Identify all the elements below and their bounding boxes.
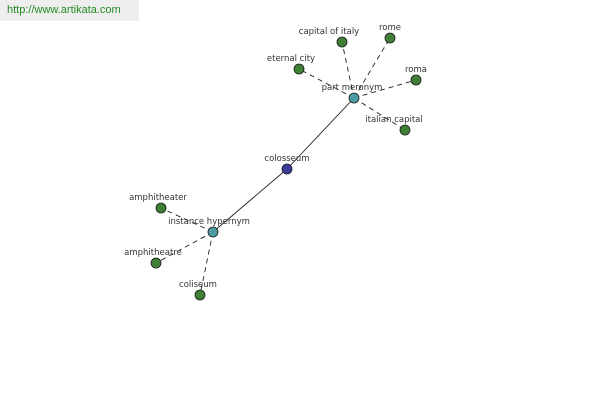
label-part-meronym: part meronym	[322, 83, 383, 93]
node-rome[interactable]	[384, 32, 396, 44]
label-coliseum: coliseum	[179, 280, 217, 290]
edge-colosseum-part-meronym	[286, 97, 355, 170]
watermark-url: http://www.artikata.com	[7, 4, 121, 16]
label-instance-hypernym: instance hypernym	[168, 217, 250, 227]
node-italian-capital[interactable]	[399, 124, 411, 136]
edge-part-meronym-capital-of-italy	[341, 41, 355, 99]
node-instance-hypernym[interactable]	[207, 226, 219, 238]
node-part-meronym[interactable]	[348, 92, 360, 104]
edge-instance-hypernym-amphitheater	[160, 207, 214, 233]
edge-part-meronym-roma	[353, 79, 417, 99]
label-capital-of-italy: capital of italy	[299, 27, 359, 37]
node-colosseum[interactable]	[281, 163, 293, 175]
node-roma[interactable]	[410, 74, 422, 86]
node-amphitheater[interactable]	[155, 202, 167, 214]
label-amphitheater: amphitheater	[129, 193, 187, 203]
edge-instance-hypernym-amphitheatre	[155, 231, 214, 264]
edge-part-meronym-rome	[353, 37, 391, 99]
label-amphitheatre: amphitheatre	[124, 248, 182, 258]
label-italian-capital: italian capital	[365, 115, 422, 125]
edge-colosseum-instance-hypernym	[212, 168, 288, 233]
node-capital-of-italy[interactable]	[336, 36, 348, 48]
label-rome: rome	[379, 23, 401, 33]
edge-part-meronym-italian-capital	[353, 97, 406, 131]
node-coliseum[interactable]	[194, 289, 206, 301]
node-amphitheatre[interactable]	[150, 257, 162, 269]
watermark-bar: http://www.artikata.com	[0, 0, 139, 21]
edge-part-meronym-eternal-city	[298, 68, 355, 99]
node-eternal-city[interactable]	[293, 63, 305, 75]
label-eternal-city: eternal city	[267, 54, 315, 64]
edge-instance-hypernym-coliseum	[199, 231, 214, 296]
label-colosseum: colosseum	[264, 154, 309, 164]
label-roma: roma	[405, 65, 427, 75]
